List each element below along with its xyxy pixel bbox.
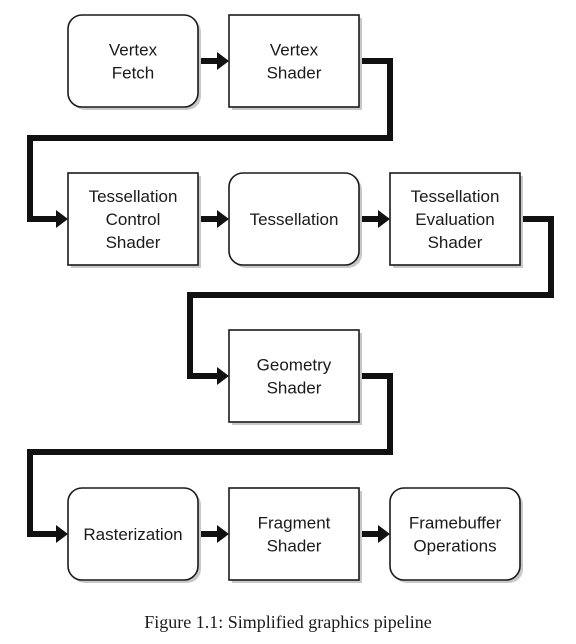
connector-tessellation-control-shader-to-tessellation: [198, 210, 229, 228]
arrowhead-icon: [56, 525, 68, 543]
arrowhead-icon: [217, 52, 229, 70]
arrowhead-icon: [378, 525, 390, 543]
stage-label: Tessellation: [89, 187, 178, 206]
stage-box: [228, 329, 360, 423]
connector-tessellation-to-tessellation-evaluation-shader: [359, 210, 390, 228]
stage-rasterization: Rasterization: [67, 487, 201, 583]
stage-box: [67, 14, 199, 108]
stage-label: Shader: [428, 233, 483, 252]
stage-label: Geometry: [257, 356, 332, 375]
stage-box: [389, 487, 521, 581]
stage-label: Evaluation: [415, 210, 494, 229]
connector-geometry-shader-to-rasterization: [27, 373, 393, 543]
stage-label: Rasterization: [83, 525, 182, 544]
arrowhead-icon: [217, 367, 229, 385]
connector-tessellation-evaluation-shader-to-geometry-shader: [187, 216, 554, 385]
connector-vertex-fetch-to-vertex-shader: [198, 52, 229, 70]
stage-label: Fetch: [112, 64, 155, 83]
stage-label: Operations: [413, 537, 496, 556]
connector-rasterization-to-fragment-shader: [198, 525, 229, 543]
connector-line: [27, 58, 393, 222]
stage-label: Vertex: [270, 41, 319, 60]
stage-label: Framebuffer: [409, 514, 502, 533]
stage-box: [389, 172, 521, 266]
stage-box: [67, 172, 199, 266]
stage-label: Shader: [267, 64, 322, 83]
stage-label: Tessellation: [250, 210, 339, 229]
stage-label: Shader: [267, 379, 322, 398]
connector-vertex-shader-to-tessellation-control-shader: [27, 58, 393, 228]
figure-caption: Figure 1.1: Simplified graphics pipeline: [144, 612, 432, 632]
connector-line: [187, 216, 554, 379]
arrowhead-icon: [217, 525, 229, 543]
stage-label: Control: [106, 210, 161, 229]
stage-box: [228, 14, 360, 108]
connector-fragment-shader-to-framebuffer-operations: [359, 525, 390, 543]
stage-tessellation: Tessellation: [228, 172, 362, 268]
stage-label: Vertex: [109, 41, 158, 60]
stage-box: [228, 487, 360, 581]
connectors: [27, 52, 554, 543]
arrowhead-icon: [56, 210, 68, 228]
connector-line: [27, 373, 393, 537]
stage-box: [67, 487, 199, 581]
stage-box: [228, 172, 360, 266]
stage-label: Tessellation: [411, 187, 500, 206]
stage-label: Shader: [267, 537, 322, 556]
arrowhead-icon: [217, 210, 229, 228]
arrowhead-icon: [378, 210, 390, 228]
stage-label: Shader: [106, 233, 161, 252]
stage-boxes: VertexFetchVertexShaderTessellationContr…: [67, 14, 523, 583]
stage-label: Fragment: [258, 514, 331, 533]
